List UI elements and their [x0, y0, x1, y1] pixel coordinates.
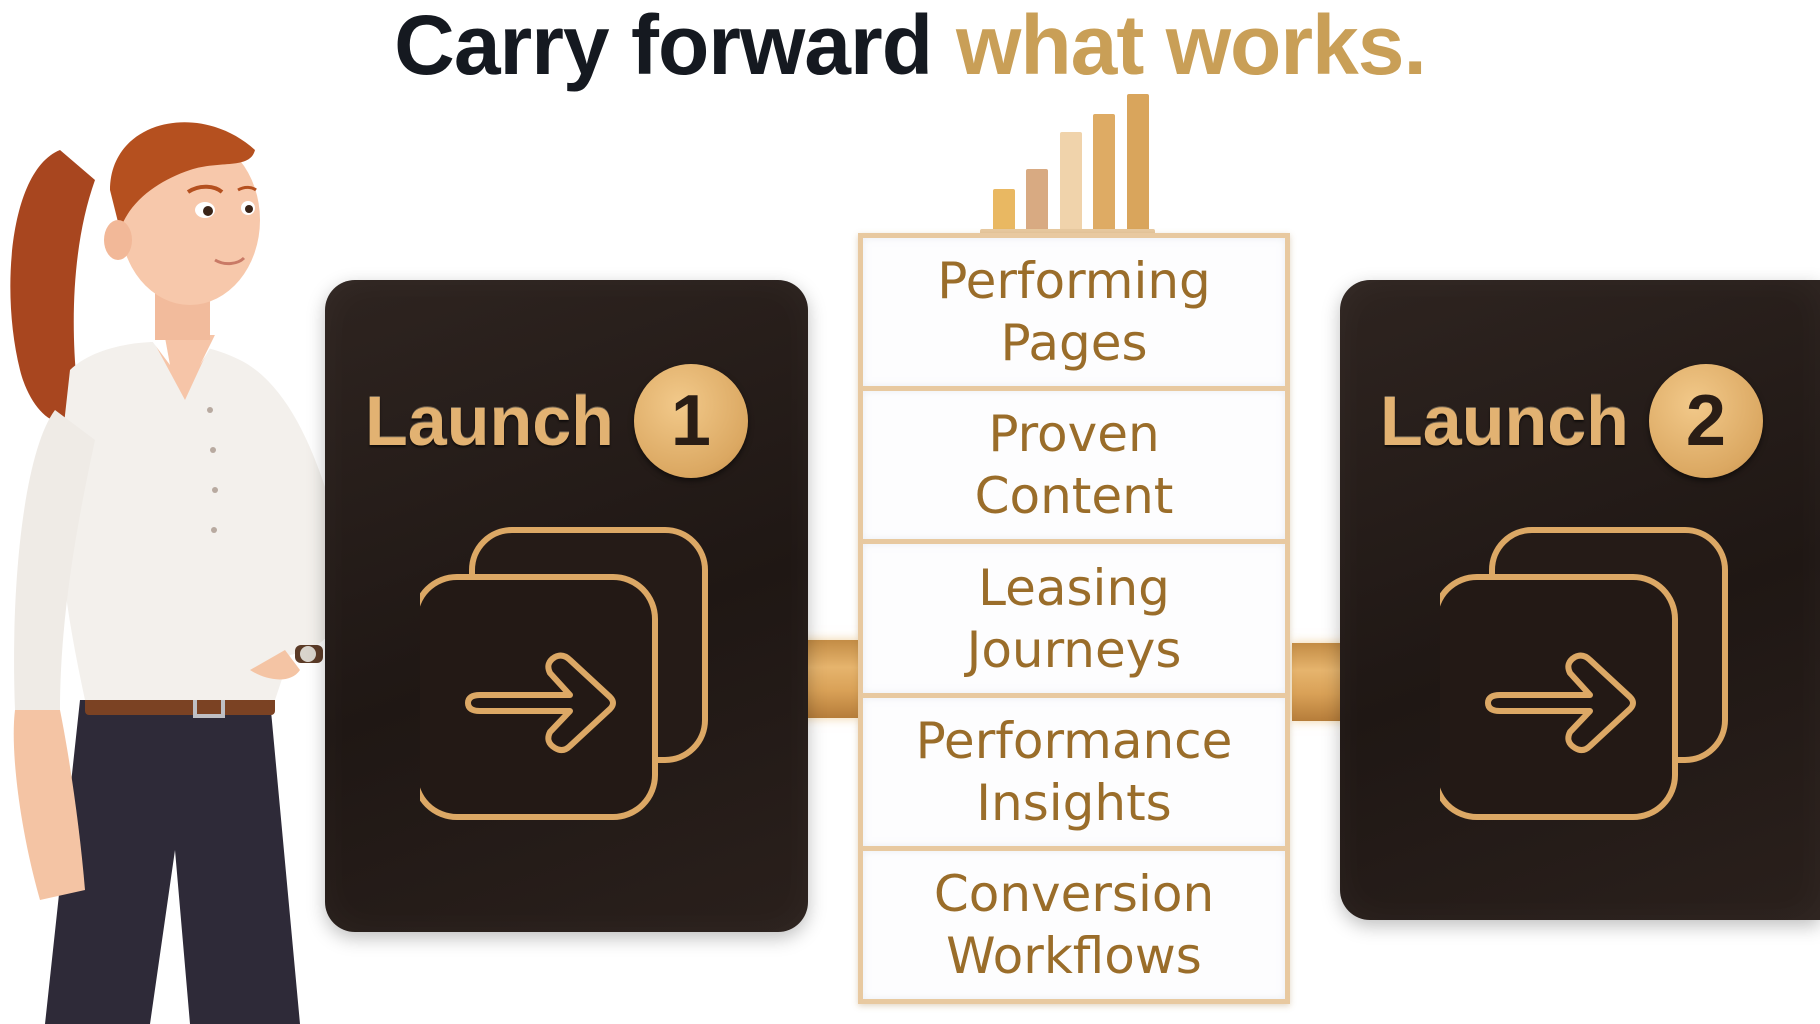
item-line1: Performance	[915, 711, 1233, 770]
headline: Carry forward what works.	[0, 0, 1820, 92]
chart-bar	[1093, 114, 1115, 229]
item-line1: Performing	[937, 252, 1211, 311]
chart-bar	[1127, 94, 1149, 229]
launch-1-title: Launch 1	[365, 364, 748, 478]
woman-character-illustration	[10, 122, 351, 1024]
carried-forward-stack: Performing Pages Proven Content Leasing …	[858, 233, 1290, 1004]
item-line2: Journeys	[966, 620, 1182, 679]
launch-1-card: Launch 1	[325, 280, 808, 932]
launch-number-badge: 2	[1648, 364, 1763, 478]
chart-baseline	[980, 229, 1155, 235]
chart-bar	[993, 189, 1015, 229]
launch-label: Launch	[365, 382, 614, 460]
item-line2: Insights	[976, 773, 1172, 832]
launch-2-title: Launch 2	[1380, 364, 1763, 478]
headline-dark-text: Carry forward	[394, 0, 933, 92]
item-line2: Pages	[1000, 314, 1148, 373]
item-line1: Leasing	[978, 558, 1170, 617]
item-line2: Workflows	[946, 926, 1202, 985]
forward-arrow-stack-icon	[420, 527, 708, 820]
chart-bar	[1060, 132, 1082, 229]
growth-bar-chart-icon	[980, 94, 1155, 235]
chart-bar	[1026, 169, 1048, 229]
stack-item-conversion-workflows: Conversion Workflows	[863, 850, 1285, 1000]
item-line1: Proven	[988, 405, 1160, 464]
item-line1: Conversion	[933, 864, 1215, 923]
launch-number-badge: 1	[633, 364, 748, 478]
launch-label: Launch	[1380, 382, 1629, 460]
item-line2: Content	[974, 467, 1174, 526]
headline-gold-text: what works.	[956, 0, 1427, 92]
stack-item-performing-pages: Performing Pages	[863, 238, 1285, 387]
forward-arrow-stack-icon	[1440, 527, 1728, 820]
stack-item-proven-content: Proven Content	[863, 391, 1285, 540]
launch-2-card: Launch 2	[1340, 280, 1820, 920]
stack-item-performance-insights: Performance Insights	[863, 697, 1285, 846]
stack-item-leasing-journeys: Leasing Journeys	[863, 544, 1285, 693]
